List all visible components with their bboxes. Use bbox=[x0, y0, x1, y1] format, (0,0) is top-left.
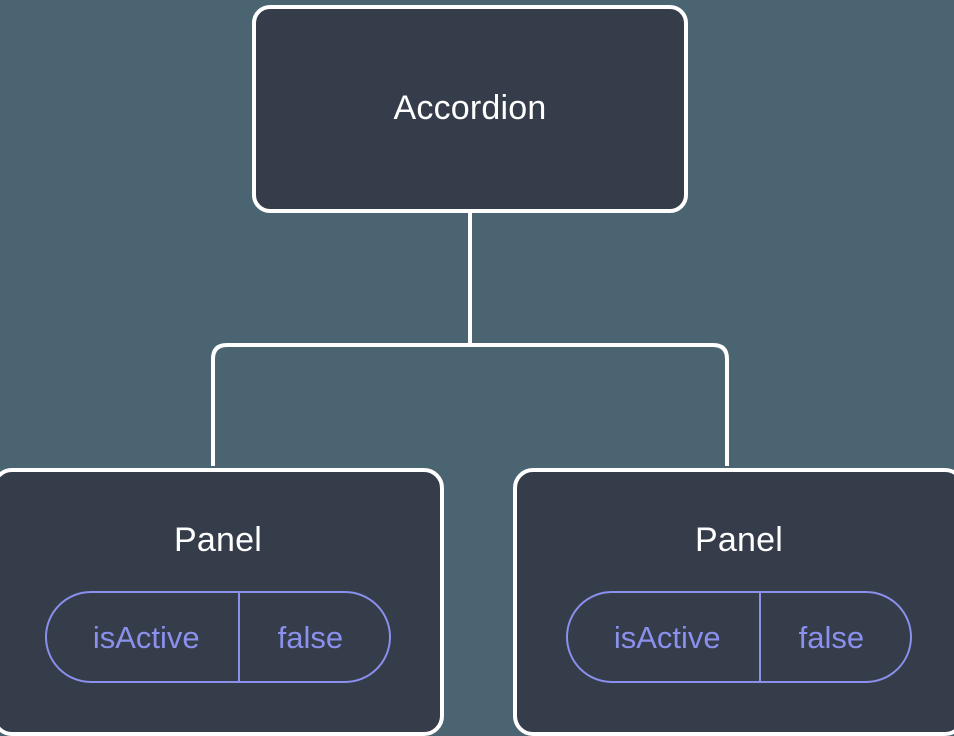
tree-node-accordion[interactable]: Accordion bbox=[252, 5, 688, 213]
state-pill[interactable]: isActive false bbox=[44, 591, 392, 684]
node-title: Panel bbox=[695, 521, 783, 559]
tree-node-panel-2[interactable]: Panel isActive false bbox=[513, 468, 954, 736]
state-value-label: false bbox=[237, 593, 389, 682]
node-title: Panel bbox=[174, 521, 262, 559]
state-value-label: false bbox=[758, 593, 910, 682]
state-pill[interactable]: isActive false bbox=[565, 591, 913, 684]
node-title: Accordion bbox=[393, 89, 547, 128]
state-key-label: isActive bbox=[92, 619, 200, 655]
tree-node-panel-1[interactable]: Panel isActive false bbox=[0, 468, 444, 736]
edge-branch-bus bbox=[211, 343, 729, 466]
state-key-label: isActive bbox=[613, 619, 721, 655]
